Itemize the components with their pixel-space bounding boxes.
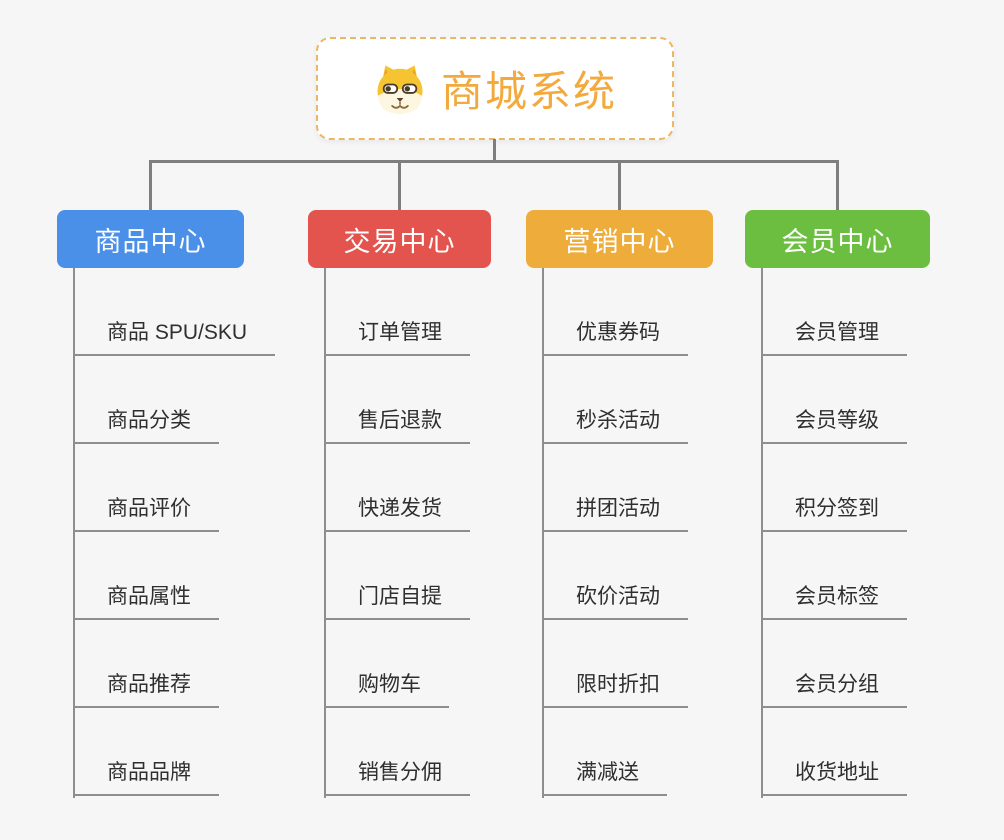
child-topic-label: 优惠券码 [542,316,688,356]
child-topic[interactable]: 商品属性 [73,532,275,620]
connector-drop-marketing-center [618,160,621,210]
branch-topic-label: 会员中心 [781,226,894,257]
branch-topic-trade-center[interactable]: 交易中心 [308,210,491,268]
branch-topic-member-center[interactable]: 会员中心 [745,210,930,268]
child-topic-label: 砍价活动 [542,580,688,620]
child-topic-list: 商品 SPU/SKU 商品分类商品评价商品属性商品推荐商品品牌 [73,268,276,796]
child-topic-list: 优惠券码秒杀活动拼团活动砍价活动限时折扣满减送 [542,268,688,796]
child-topic[interactable]: 砍价活动 [542,532,688,620]
child-topic-label: 会员分组 [761,668,907,708]
child-topic-label: 商品属性 [73,580,219,620]
child-topic-label: 购物车 [324,668,449,708]
branch-column-product-center: 商品中心商品 SPU/SKU 商品分类商品评价商品属性商品推荐商品品牌 [57,210,276,798]
branch-column-member-center: 会员中心会员管理会员等级积分签到会员标签会员分组收货地址 [745,210,930,798]
child-topic[interactable]: 商品评价 [73,444,275,532]
child-topic[interactable]: 购物车 [324,620,470,708]
branch-spine-line [324,268,326,798]
child-topic[interactable]: 快递发货 [324,444,470,532]
child-topic-label: 商品分类 [73,404,219,444]
child-topic-list: 订单管理售后退款快递发货门店自提购物车销售分佣 [324,268,470,796]
child-topic-list: 会员管理会员等级积分签到会员标签会员分组收货地址 [761,268,907,796]
child-topic[interactable]: 会员标签 [761,532,907,620]
child-topic[interactable]: 收货地址 [761,708,907,796]
child-topic-label: 商品推荐 [73,668,219,708]
child-topic-label: 限时折扣 [542,668,688,708]
branch-topic-marketing-center[interactable]: 营销中心 [526,210,713,268]
child-topic-label: 门店自提 [324,580,470,620]
child-topic[interactable]: 拼团活动 [542,444,688,532]
child-topic-label: 满减送 [542,756,667,796]
connector-drop-product-center [149,160,152,210]
child-topic[interactable]: 商品分类 [73,356,275,444]
root-topic-label: 商城系统 [440,68,617,115]
child-topic[interactable]: 销售分佣 [324,708,470,796]
child-topic-label: 订单管理 [324,316,470,356]
child-topic[interactable]: 订单管理 [324,268,470,356]
child-topic[interactable]: 积分签到 [761,444,907,532]
child-topic-label: 销售分佣 [324,756,470,796]
child-topic[interactable]: 会员等级 [761,356,907,444]
child-topic[interactable]: 商品 SPU/SKU [73,268,276,356]
child-topic[interactable]: 优惠券码 [542,268,688,356]
connector-root-stub [493,139,496,162]
child-topic-label: 秒杀活动 [542,404,688,444]
child-topic-label: 会员管理 [761,316,907,356]
child-topic[interactable]: 会员分组 [761,620,907,708]
branch-topic-label: 交易中心 [343,226,456,257]
branch-topic-label: 营销中心 [563,226,676,257]
child-topic[interactable]: 门店自提 [324,532,470,620]
child-topic[interactable]: 秒杀活动 [542,356,688,444]
branch-spine-line [761,268,763,798]
child-topic-label: 商品 SPU/SKU [73,316,276,356]
child-topic-label: 会员等级 [761,404,907,444]
child-topic-label: 快递发货 [324,492,470,532]
child-topic-label: 商品评价 [73,492,219,532]
child-topic-label: 售后退款 [324,404,470,444]
child-topic-label: 拼团活动 [542,492,688,532]
child-topic[interactable]: 售后退款 [324,356,470,444]
branch-column-marketing-center: 营销中心优惠券码秒杀活动拼团活动砍价活动限时折扣满减送 [526,210,713,798]
branch-topic-label: 商品中心 [94,226,207,257]
child-topic-label: 收货地址 [761,756,907,796]
connector-drop-member-center [836,160,839,210]
connector-drop-trade-center [398,160,401,210]
child-topic[interactable]: 商品推荐 [73,620,275,708]
branch-column-trade-center: 交易中心订单管理售后退款快递发货门店自提购物车销售分佣 [308,210,491,798]
child-topic-label: 商品品牌 [73,756,219,796]
connector-horizontal-bus [149,160,839,163]
branch-spine-line [542,268,544,798]
child-topic[interactable]: 会员管理 [761,268,907,356]
branch-spine-line [73,268,75,798]
child-topic-label: 积分签到 [761,492,907,532]
branch-topic-product-center[interactable]: 商品中心 [57,210,244,268]
root-topic[interactable]: 商城系统 [316,37,674,140]
child-topic[interactable]: 限时折扣 [542,620,688,708]
child-topic[interactable]: 商品品牌 [73,708,275,796]
child-topic[interactable]: 满减送 [542,708,688,796]
child-topic-label: 会员标签 [761,580,907,620]
shiba-dog-icon [377,64,423,114]
